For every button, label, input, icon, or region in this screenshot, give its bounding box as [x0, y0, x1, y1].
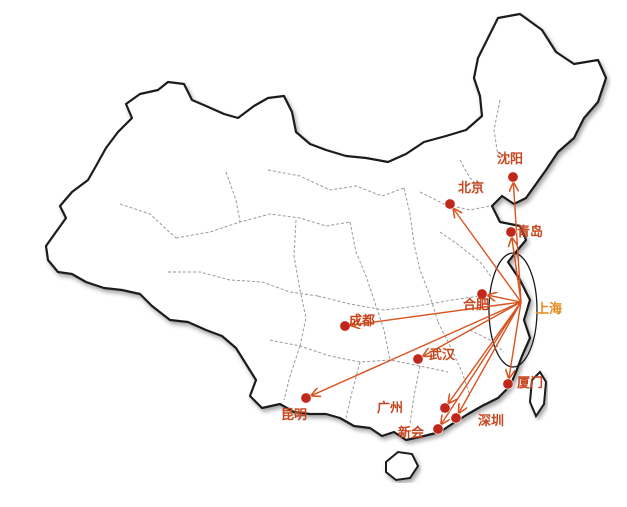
route-to-qingdao [512, 238, 522, 303]
route-to-guangzhou [448, 301, 522, 403]
city-marker-xiamen[interactable] [502, 378, 514, 390]
hub-region-ellipse [488, 252, 538, 368]
province-borders [119, 99, 505, 425]
city-label-chengdu: 成都 [349, 313, 375, 328]
city-marker-xinhui[interactable] [432, 423, 444, 435]
route-to-wuhan [423, 301, 522, 356]
city-marker-shenyang[interactable] [507, 171, 519, 183]
city-marker-hefei[interactable] [476, 288, 488, 300]
route-to-beijing [454, 209, 522, 303]
route-to-shenzhen [459, 301, 522, 413]
city-marker-qingdao[interactable] [505, 226, 517, 238]
city-marker-beijing[interactable] [444, 198, 456, 210]
city-label-shenyang: 沈阳 [497, 151, 523, 166]
city-label-shanghai-hub: 上海 [536, 301, 562, 316]
city-label-kunming: 昆明 [281, 407, 307, 422]
city-marker-wuhan[interactable] [412, 353, 424, 365]
route-to-xinhui [441, 301, 522, 424]
city-label-guangzhou: 广州 [377, 400, 403, 415]
city-marker-chengdu[interactable] [339, 320, 351, 332]
city-label-wuhan: 武汉 [429, 347, 456, 362]
route-to-hefei [488, 295, 522, 303]
route-lines [311, 183, 522, 424]
city-label-xiamen: 厦门 [517, 375, 543, 390]
route-to-chengdu [351, 301, 522, 325]
country-outline [44, 12, 608, 442]
city-marker-guangzhou[interactable] [439, 402, 451, 414]
route-to-kunming [311, 301, 522, 396]
city-label-qingdao: 青岛 [517, 224, 543, 239]
route-to-xiamen [509, 301, 522, 378]
city-label-shenzhen: 深圳 [478, 413, 504, 428]
city-label-beijing: 北京 [458, 180, 484, 195]
city-markers [300, 171, 519, 435]
city-marker-kunming[interactable] [300, 392, 312, 404]
hainan-island [385, 450, 420, 482]
city-marker-shenzhen[interactable] [450, 412, 462, 424]
taiwan-island [528, 370, 548, 419]
city-label-xinhui: 新会 [398, 425, 425, 440]
city-label-hefei: 合肥 [463, 297, 489, 312]
